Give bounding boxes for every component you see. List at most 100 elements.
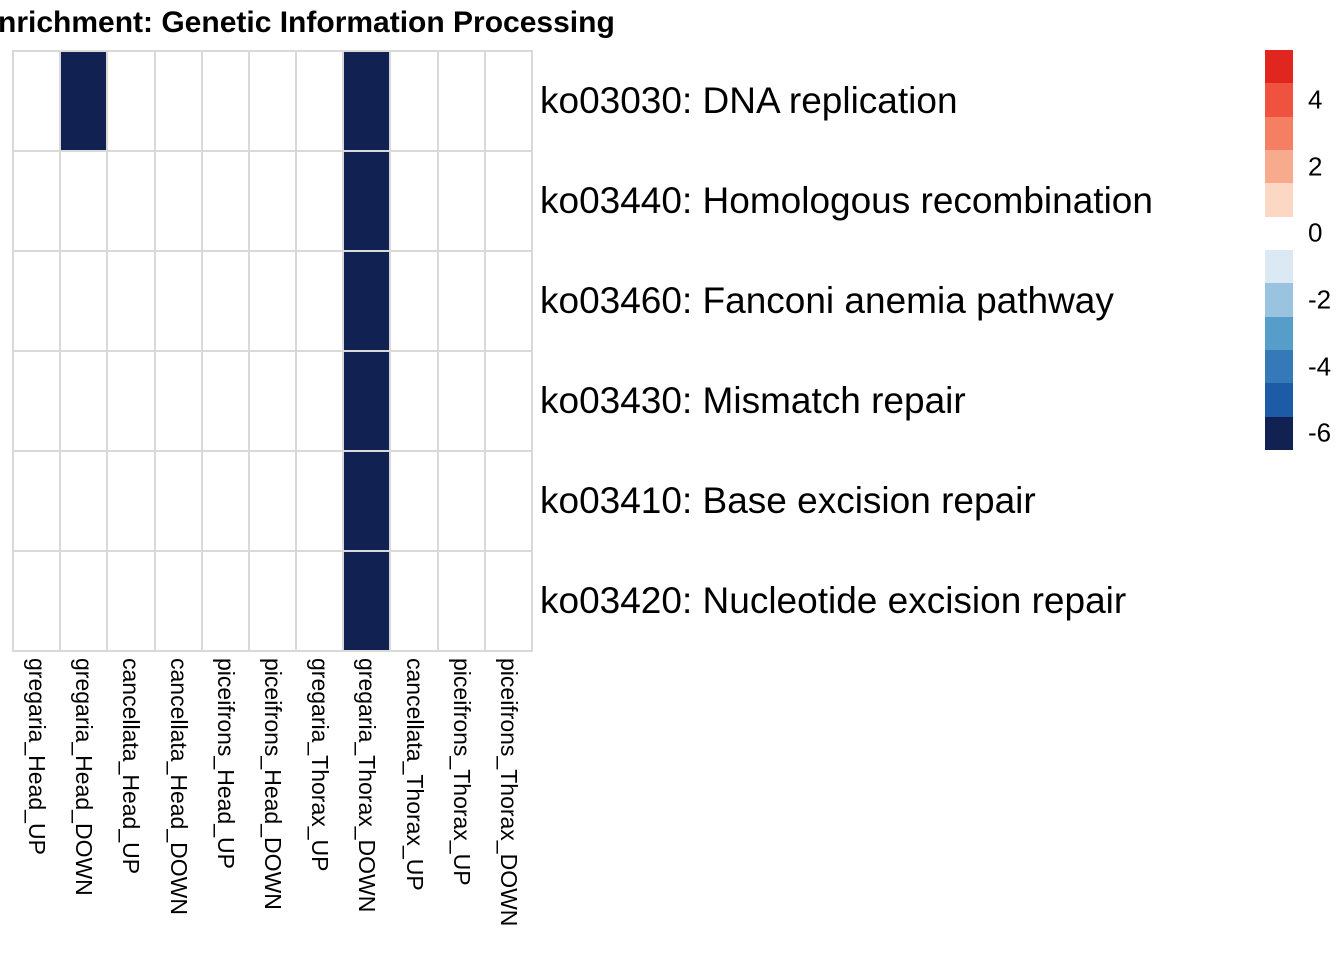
x-axis-label: piceifrons_Thorax_DOWN bbox=[495, 658, 522, 927]
heatmap-cell bbox=[297, 152, 343, 250]
colorbar-block bbox=[1265, 283, 1293, 317]
colorbar-block bbox=[1265, 150, 1293, 184]
heatmap-cell bbox=[61, 352, 107, 450]
colorbar-block bbox=[1265, 383, 1293, 417]
heatmap-cell bbox=[14, 52, 60, 150]
x-axis-label: gregaria_Thorax_DOWN bbox=[354, 658, 381, 913]
colorbar-block bbox=[1265, 183, 1293, 217]
heatmap-cell bbox=[391, 352, 437, 450]
colorbar-tick-label: 0 bbox=[1308, 217, 1323, 248]
x-axis-label: gregaria_Head_DOWN bbox=[71, 658, 98, 896]
heatmap-cell bbox=[485, 252, 531, 350]
x-axis-label: piceifrons_Head_DOWN bbox=[260, 658, 286, 910]
colorbar-block bbox=[1265, 250, 1293, 284]
heatmap-cell bbox=[61, 52, 107, 150]
colorbar-block bbox=[1265, 416, 1293, 450]
colorbar-tick-label: 4 bbox=[1308, 84, 1323, 115]
heatmap-cell bbox=[14, 452, 60, 550]
heatmap-cell bbox=[438, 52, 484, 150]
heatmap-cell bbox=[249, 452, 296, 550]
heatmap-cell bbox=[155, 552, 201, 650]
x-axis-label: cancellata_Head_DOWN bbox=[165, 658, 192, 915]
heatmap-cell bbox=[202, 152, 248, 250]
heatmap-cell bbox=[249, 52, 296, 150]
heatmap-cell bbox=[344, 552, 390, 650]
heatmap-cell bbox=[344, 52, 390, 150]
heatmap-cell bbox=[297, 52, 343, 150]
heatmap-cell bbox=[249, 252, 296, 350]
heatmap-cell bbox=[202, 552, 248, 650]
y-axis-label: ko03440: Homologous recombination bbox=[540, 180, 1153, 221]
x-axis-label: cancellata_Thorax_UP bbox=[401, 658, 428, 891]
colorbar-block bbox=[1265, 116, 1293, 150]
heatmap-cell bbox=[108, 152, 154, 250]
colorbar-legend bbox=[1265, 50, 1293, 450]
heatmap-cell bbox=[108, 552, 154, 650]
colorbar-tick-label: -2 bbox=[1308, 284, 1332, 315]
heatmap-cell bbox=[155, 452, 201, 550]
heatmap-grid bbox=[12, 50, 533, 652]
heatmap-cell bbox=[61, 552, 107, 650]
colorbar-block bbox=[1265, 83, 1293, 117]
heatmap-cell bbox=[155, 252, 201, 350]
heatmap-cell bbox=[14, 152, 60, 250]
heatmap-cell bbox=[485, 152, 531, 250]
heatmap-cell bbox=[108, 252, 154, 350]
heatmap-cell bbox=[438, 252, 484, 350]
heatmap-cell bbox=[344, 152, 390, 250]
heatmap-cell bbox=[391, 152, 437, 250]
heatmap-cell bbox=[249, 152, 296, 250]
heatmap-cell bbox=[391, 52, 437, 150]
heatmap-cell bbox=[249, 352, 296, 450]
heatmap-cell bbox=[14, 552, 60, 650]
y-axis-label: ko03460: Fanconi anemia pathway bbox=[540, 280, 1114, 321]
heatmap-cell bbox=[108, 352, 154, 450]
heatmap-cell bbox=[155, 152, 201, 250]
heatmap-cell bbox=[485, 552, 531, 650]
heatmap-cell bbox=[391, 452, 437, 550]
heatmap-cell bbox=[61, 152, 107, 250]
heatmap-cell bbox=[485, 352, 531, 450]
heatmap-cell bbox=[61, 252, 107, 350]
heatmap-cell bbox=[391, 552, 437, 650]
heatmap-cell bbox=[202, 452, 248, 550]
heatmap-cell bbox=[297, 352, 343, 450]
x-axis-label: cancellata_Head_UP bbox=[118, 658, 145, 875]
x-axis-label: piceifrons_Head_UP bbox=[212, 658, 239, 869]
heatmap-cell bbox=[14, 352, 60, 450]
heatmap-cell bbox=[155, 352, 201, 450]
heatmap-cell bbox=[61, 452, 107, 550]
colorbar-tick-label: -6 bbox=[1308, 417, 1332, 448]
heatmap-cell bbox=[485, 52, 531, 150]
y-axis-label: ko03410: Base excision repair bbox=[540, 480, 1036, 521]
heatmap-cell bbox=[438, 352, 484, 450]
heatmap-cell bbox=[344, 452, 390, 550]
heatmap-cell bbox=[438, 552, 484, 650]
heatmap-cell bbox=[155, 52, 201, 150]
heatmap-cell bbox=[391, 252, 437, 350]
colorbar-tick-label: 2 bbox=[1308, 151, 1323, 182]
heatmap-cell bbox=[438, 452, 484, 550]
heatmap-cell bbox=[297, 552, 343, 650]
chart-title: nrichment: Genetic Information Processin… bbox=[0, 6, 615, 39]
y-axis-label: ko03430: Mismatch repair bbox=[540, 380, 966, 421]
heatmap-cell bbox=[249, 552, 296, 650]
heatmap-cell bbox=[297, 452, 343, 550]
colorbar-block bbox=[1265, 50, 1293, 84]
colorbar-tick-label: -4 bbox=[1308, 351, 1332, 382]
heatmap-cell bbox=[438, 152, 484, 250]
y-axis-label: ko03420: Nucleotide excision repair bbox=[540, 580, 1127, 621]
heatmap-cell bbox=[485, 452, 531, 550]
x-axis-label: gregaria_Thorax_UP bbox=[307, 658, 334, 872]
heatmap-cell bbox=[202, 352, 248, 450]
x-axis-label: gregaria_Head_UP bbox=[24, 658, 51, 855]
heatmap-cell bbox=[108, 52, 154, 150]
colorbar-block bbox=[1265, 316, 1293, 350]
heatmap-cell bbox=[202, 52, 248, 150]
heatmap-cell bbox=[14, 252, 60, 350]
colorbar-block bbox=[1265, 350, 1293, 384]
y-axis-label: ko03030: DNA replication bbox=[540, 80, 958, 121]
heatmap-cell bbox=[344, 352, 390, 450]
x-axis-label: piceifrons_Thorax_UP bbox=[448, 658, 475, 886]
